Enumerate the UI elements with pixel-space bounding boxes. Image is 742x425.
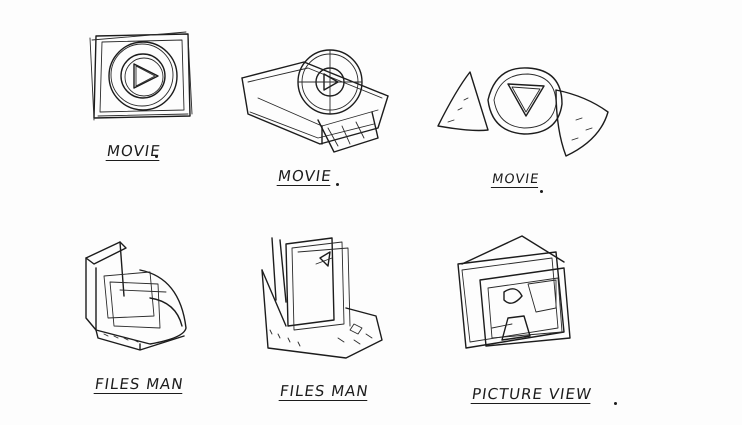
files-tray-icon <box>258 230 388 360</box>
picture-frames-icon <box>452 232 582 352</box>
movie-label-1: MOVIE <box>105 142 162 160</box>
ink-dot <box>614 402 617 405</box>
movie-framed-icon <box>88 30 198 121</box>
movie-filmstrip-icon <box>436 60 611 160</box>
movie-label-3: MOVIE <box>490 172 541 187</box>
files-label-1: FILES MAN <box>93 375 185 393</box>
ink-dot <box>155 155 158 158</box>
files-label-2: FILES MAN <box>278 382 370 400</box>
files-organizer-icon <box>80 238 190 351</box>
movie-tray-icon <box>238 38 398 158</box>
ink-dot <box>336 183 339 186</box>
movie-label-2: MOVIE <box>276 167 333 185</box>
picture-view-label: PICTURE VIEW <box>470 385 594 403</box>
ink-dot <box>540 190 543 193</box>
